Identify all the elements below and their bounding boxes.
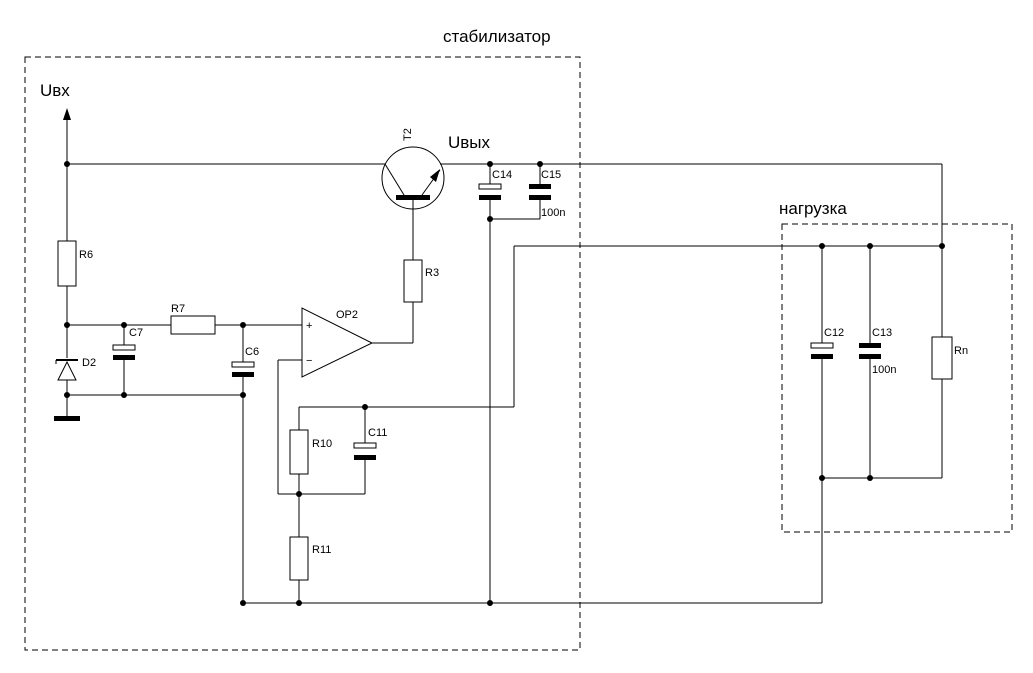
capacitor-c12-label: C12: [824, 327, 844, 339]
opamp-plus-sign: +: [306, 320, 312, 332]
transistor-t2-label: T2: [402, 128, 414, 141]
resistor-r11-label: R11: [312, 544, 331, 556]
resistor-r3-label: R3: [425, 267, 439, 279]
capacitor-c11: [353, 442, 377, 460]
resistor-r10-label: R10: [312, 438, 332, 450]
resistor-r3: [403, 259, 423, 303]
resistor-r11: [289, 536, 309, 581]
resistor-rn: [931, 336, 953, 380]
capacitor-c14-label: C14: [492, 169, 512, 181]
resistor-r6-label: R6: [79, 249, 93, 261]
stabilizer-block-label: стабилизатор: [443, 27, 551, 46]
stabilizer-block-outline: [24, 56, 581, 651]
opamp-minus-sign: −: [306, 355, 312, 367]
zener-diode-d2-label: D2: [82, 357, 96, 369]
resistor-r10: [289, 429, 309, 475]
opamp-op2-label: OP2: [336, 309, 358, 321]
capacitor-c15: [529, 184, 551, 200]
resistor-r7: [170, 315, 216, 335]
load-block-outline: [781, 223, 1013, 533]
ground-symbol: [54, 416, 80, 421]
capacitor-c15-label: C15: [541, 169, 561, 181]
input-terminal: [63, 108, 71, 164]
transistor-t2: [381, 146, 445, 210]
output-voltage-label: Uвых: [448, 133, 491, 152]
opamp-op2: [301, 307, 374, 378]
capacitor-c13: [859, 343, 881, 359]
resistor-r7-label: R7: [171, 303, 185, 315]
capacitor-c14: [478, 183, 502, 200]
capacitor-c12: [810, 342, 834, 359]
wires: [66, 163, 943, 604]
capacitor-c11-label: C11: [368, 427, 387, 439]
capacitor-c13-value: 100n: [872, 364, 896, 376]
resistor-rn-label: Rn: [954, 345, 968, 357]
zener-diode-d2: [55, 359, 78, 381]
resistor-r6: [57, 240, 77, 287]
load-block-label: нагрузка: [779, 199, 847, 218]
capacitor-c6: [231, 361, 255, 377]
capacitor-c15-value: 100n: [541, 207, 565, 219]
input-voltage-label: Uвх: [40, 81, 70, 100]
capacitor-c7-label: C7: [129, 327, 143, 339]
capacitor-c7: [112, 344, 136, 360]
junction-dots: [64, 161, 945, 606]
capacitor-c13-label: C13: [872, 327, 892, 339]
capacitor-c6-label: C6: [245, 346, 259, 358]
